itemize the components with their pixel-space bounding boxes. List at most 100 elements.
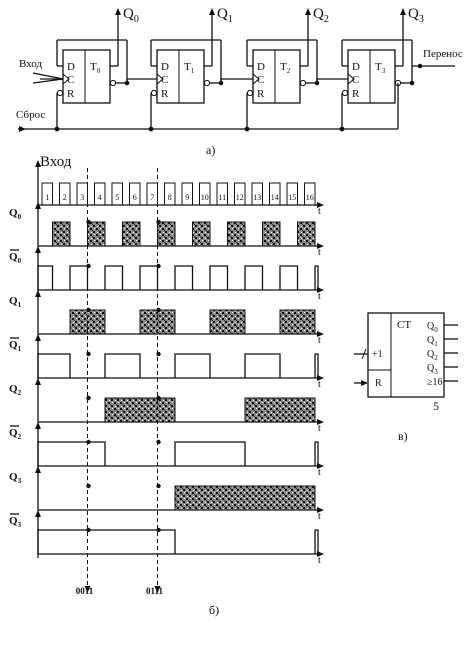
clock-pulse xyxy=(199,182,211,205)
signal-pulse xyxy=(314,265,319,290)
page-number: 5 xyxy=(433,399,439,413)
clock-pulse xyxy=(146,182,158,205)
marker-dot xyxy=(86,439,91,445)
state-marker-label: 0011 xyxy=(76,586,94,596)
pulse-number: 13 xyxy=(253,193,261,202)
pin-d-label: D xyxy=(257,61,265,73)
flipflop-box xyxy=(156,49,205,104)
signal-pulse xyxy=(104,353,141,378)
clock-edge-marker xyxy=(252,73,260,85)
pulse-number: 7 xyxy=(150,193,154,202)
time-label: t xyxy=(318,291,321,302)
flipflop-name: T1 xyxy=(184,61,195,75)
flipflop-box xyxy=(347,49,396,104)
clock-pulse xyxy=(94,182,106,205)
input-wire xyxy=(32,72,64,80)
time-label: t xyxy=(318,555,321,566)
signal-pulse xyxy=(37,353,71,378)
marker-dot xyxy=(86,483,91,489)
axis-arrow xyxy=(35,466,41,473)
reset-input-arrow xyxy=(361,380,368,386)
input-label: Вход xyxy=(19,58,42,70)
axis-arrow xyxy=(35,290,41,297)
part-c-label: в) xyxy=(398,429,408,443)
axis-arrow xyxy=(35,510,41,517)
time-arrow xyxy=(317,202,324,208)
signal-label: Q0 xyxy=(9,251,22,265)
marker-dot xyxy=(86,219,91,225)
clock-pulse xyxy=(111,182,123,205)
signal-pulse xyxy=(244,353,281,378)
reset-inversion-bubble xyxy=(150,89,158,97)
marker-dot xyxy=(86,307,91,313)
marker-dot xyxy=(86,263,91,269)
clock-pulse xyxy=(164,182,176,205)
input-wire xyxy=(32,78,64,84)
signal-pulse-filled xyxy=(244,397,316,423)
time-arrow xyxy=(317,331,324,337)
q-output-arrow xyxy=(209,8,215,15)
flipflop-name: T2 xyxy=(280,61,291,75)
time-arrow xyxy=(317,507,324,513)
reset-arrow xyxy=(19,126,26,132)
pulse-number: 10 xyxy=(201,193,209,202)
junction-dot xyxy=(409,80,415,86)
signal-label: Q3 xyxy=(9,515,22,529)
time-label: t xyxy=(318,511,321,522)
marker-dot xyxy=(86,395,91,401)
marker-dot xyxy=(156,351,161,357)
flipflop-box xyxy=(62,49,111,104)
pin-d-label: D xyxy=(161,61,169,73)
q-output-arrow xyxy=(115,8,121,15)
pulse-number: 14 xyxy=(271,193,279,202)
pulse-number: 11 xyxy=(218,193,226,202)
q-output-arrow xyxy=(305,8,311,15)
time-label: t xyxy=(318,379,321,390)
signal-pulse xyxy=(174,353,211,378)
state-marker-arrow xyxy=(154,586,161,593)
signal-label: Q0 xyxy=(9,207,22,221)
signal-pulse-filled xyxy=(122,221,141,247)
signal-pulse-filled xyxy=(87,221,106,247)
signal-label: Q2 xyxy=(9,427,22,441)
pin-c-label: C xyxy=(352,74,359,86)
timing-input-label: Вход xyxy=(40,154,72,170)
pulse-number: 2 xyxy=(63,193,67,202)
signal-pulse-filled xyxy=(104,397,176,423)
reset-inversion-bubble xyxy=(341,89,349,97)
time-arrow xyxy=(317,375,324,381)
time-label: t xyxy=(318,206,321,217)
axis-arrow xyxy=(35,378,41,385)
signal-pulse-filled xyxy=(52,221,71,247)
q-output-label: Q3 xyxy=(408,6,424,25)
time-arrow xyxy=(317,551,324,557)
signal-pulse-filled xyxy=(262,221,281,247)
marker-dot xyxy=(156,439,161,445)
clock-pulse xyxy=(76,182,88,205)
signal-pulse-filled xyxy=(192,221,211,247)
counter-output-label: Q3 xyxy=(427,363,438,376)
reset-inversion-bubble xyxy=(56,89,64,97)
pin-c-label: C xyxy=(161,74,168,86)
flipflop-name: T3 xyxy=(375,61,386,75)
pulse-number: 15 xyxy=(288,193,296,202)
signal-label: Q1 xyxy=(9,339,22,353)
signal-pulse-filled xyxy=(297,221,316,247)
signal-pulse xyxy=(69,265,89,290)
counter-output-label: Q0 xyxy=(427,321,438,334)
pin-r-label: R xyxy=(352,88,360,100)
axis-arrow xyxy=(35,246,41,253)
marker-dot xyxy=(156,263,161,269)
time-arrow xyxy=(317,419,324,425)
signal-pulse-filled xyxy=(174,485,316,511)
carry-label: Перенос xyxy=(423,48,463,60)
clock-pulse xyxy=(216,182,228,205)
signal-pulse-filled xyxy=(227,221,246,247)
pulse-number: 12 xyxy=(236,193,244,202)
state-marker-arrow xyxy=(84,586,91,593)
marker-dot xyxy=(156,483,161,489)
pulse-number: 5 xyxy=(115,193,119,202)
time-label: t xyxy=(318,467,321,478)
q-output-label: Q1 xyxy=(217,6,233,25)
